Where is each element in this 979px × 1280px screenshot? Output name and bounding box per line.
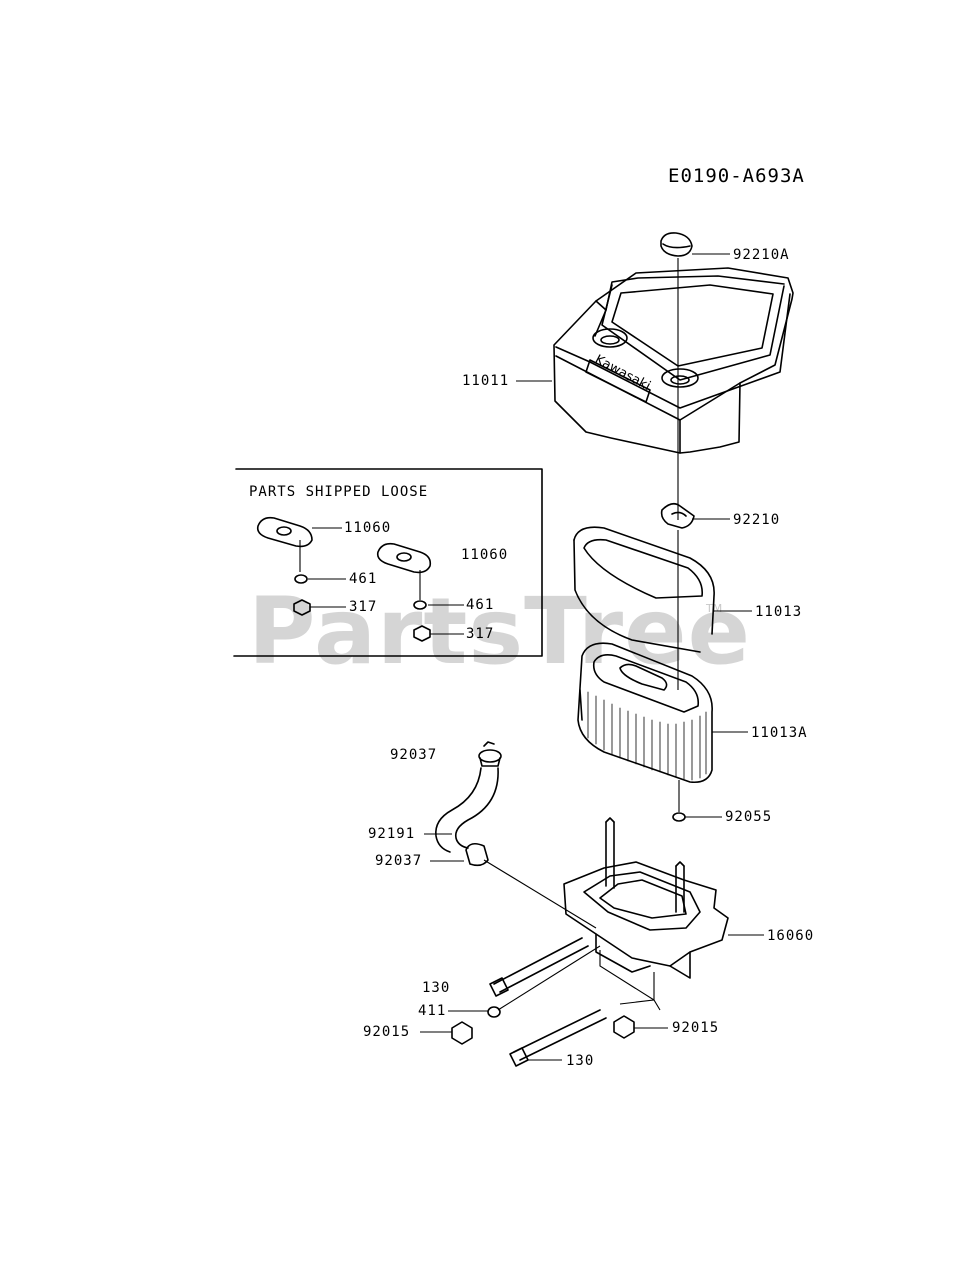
- part-92037-clamp-bottom: [465, 842, 489, 867]
- loose-317-nuts: [293, 599, 431, 642]
- label-92055[interactable]: 92055: [725, 809, 773, 825]
- label-11011[interactable]: 11011: [462, 373, 510, 389]
- part-92191-hose: [435, 767, 499, 853]
- part-92210-wing-nut: [660, 502, 695, 529]
- part-92015-nut-right: [613, 1015, 635, 1039]
- part-411-washer: [487, 1006, 501, 1018]
- figure-code: E0190-A693A: [668, 165, 805, 187]
- loose-parts-title: PARTS SHIPPED LOOSE: [249, 484, 429, 500]
- label-92210A[interactable]: 92210A: [733, 247, 790, 263]
- label-11060-left[interactable]: 11060: [344, 520, 392, 536]
- label-92191[interactable]: 92191: [368, 826, 416, 842]
- part-92055-grommet: [672, 812, 686, 822]
- label-16060[interactable]: 16060: [767, 928, 815, 944]
- loose-parts-box: [233, 468, 543, 657]
- label-11060-right[interactable]: 11060: [461, 547, 509, 563]
- label-92015-right[interactable]: 92015: [672, 1020, 720, 1036]
- part-92210A-cap: [660, 232, 693, 257]
- label-92015-left[interactable]: 92015: [363, 1024, 411, 1040]
- label-317-right[interactable]: 317: [466, 626, 495, 642]
- part-130-bolt-upper: [489, 937, 589, 997]
- part-16060-base: [563, 817, 729, 979]
- part-11013-prefilter: [573, 526, 715, 653]
- label-92037-top[interactable]: 92037: [390, 747, 438, 763]
- loose-11060-gasket-right: [376, 542, 432, 574]
- label-461-right[interactable]: 461: [466, 597, 495, 613]
- label-317-left[interactable]: 317: [349, 599, 378, 615]
- label-92210[interactable]: 92210: [733, 512, 781, 528]
- part-92015-nut-left: [451, 1021, 473, 1045]
- label-411[interactable]: 411: [418, 1003, 447, 1019]
- label-461-left[interactable]: 461: [349, 571, 378, 587]
- label-11013[interactable]: 11013: [755, 604, 803, 620]
- part-11013A-filter: [577, 642, 713, 784]
- label-92037-bottom[interactable]: 92037: [375, 853, 423, 869]
- part-92037-clamp-top: [478, 741, 502, 767]
- part-11011-cover: [553, 267, 794, 454]
- label-130-upper[interactable]: 130: [422, 980, 451, 996]
- loose-461-washers: [294, 574, 427, 610]
- label-130-lower[interactable]: 130: [566, 1053, 595, 1069]
- watermark: PartsTree: [248, 578, 751, 685]
- loose-11060-gasket-left: [256, 516, 313, 548]
- label-11013A[interactable]: 11013A: [751, 725, 808, 741]
- cover-brand: Kawasaki: [592, 352, 653, 394]
